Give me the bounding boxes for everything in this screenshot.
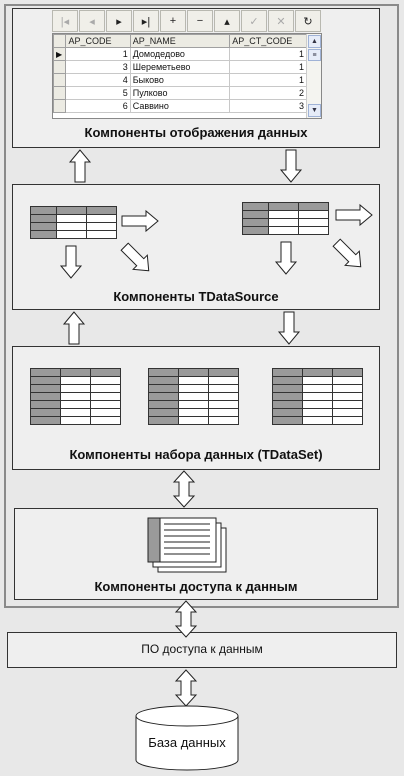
nav-first-button[interactable]: |◂ xyxy=(52,10,78,32)
dataset-components-label: Компоненты набора данных (TDataSet) xyxy=(69,447,323,462)
nav-insert-button[interactable]: + xyxy=(160,10,186,32)
grid-column-header[interactable]: AP_CODE xyxy=(65,34,131,48)
database-label: База данных xyxy=(148,735,226,750)
row-indicator[interactable] xyxy=(53,99,67,113)
grid-cell[interactable]: Саввино xyxy=(129,99,231,113)
row-indicator[interactable] xyxy=(53,73,67,87)
table-icon xyxy=(272,368,363,425)
nav-delete-icon: − xyxy=(196,15,204,27)
document-stack-icon xyxy=(147,517,227,573)
display-components-label: Компоненты отображения данных xyxy=(84,125,308,140)
db-navigator: |◂ ◂ ▸ ▸| + − ▴ ✓ ✕ ↻ xyxy=(52,10,324,32)
grid-column-header[interactable]: AP_CT_CODE xyxy=(229,34,307,48)
data-access-software-box: ПО доступа к данным xyxy=(7,632,397,668)
arrow-up-icon xyxy=(63,311,85,345)
arrow-down-icon xyxy=(280,149,302,183)
nav-first-icon: |◂ xyxy=(60,15,70,28)
nav-edit-button[interactable]: ▴ xyxy=(214,10,240,32)
nav-post-icon: ✓ xyxy=(249,15,259,28)
nav-refresh-icon: ↻ xyxy=(303,15,313,28)
nav-last-button[interactable]: ▸| xyxy=(133,10,159,32)
arrow-right-icon xyxy=(335,204,373,226)
arrow-diagonal-icon xyxy=(120,242,150,272)
scroll-thumb[interactable]: ≡ xyxy=(308,49,321,61)
nav-last-icon: ▸| xyxy=(141,15,151,28)
database-cylinder-icon xyxy=(135,705,239,771)
data-access-software-label: ПО доступа к данным xyxy=(141,642,263,656)
arrow-down-icon xyxy=(275,241,297,275)
scroll-up-icon[interactable]: ▲ xyxy=(308,35,321,48)
nav-prior-icon: ◂ xyxy=(89,15,95,28)
grid-cell[interactable]: 6 xyxy=(65,99,131,113)
arrow-up-icon xyxy=(69,149,91,183)
arrow-bidirectional-icon xyxy=(175,669,197,707)
arrow-bidirectional-icon xyxy=(175,600,197,638)
nav-delete-button[interactable]: − xyxy=(187,10,213,32)
arrow-down-icon xyxy=(278,311,300,345)
arrow-down-icon xyxy=(60,245,82,279)
scroll-down-icon[interactable]: ▼ xyxy=(308,104,321,117)
nav-refresh-button[interactable]: ↻ xyxy=(295,10,321,32)
arrow-diagonal-icon xyxy=(332,238,362,268)
arrow-right-icon xyxy=(121,210,159,232)
nav-cancel-icon: ✕ xyxy=(276,15,286,28)
table-icon xyxy=(30,368,121,425)
table-icon xyxy=(30,206,117,239)
datasource-components-label: Компоненты TDataSource xyxy=(113,289,279,304)
access-components-label: Компоненты доступа к данным xyxy=(94,579,298,594)
table-icon xyxy=(242,202,329,235)
grid-vertical-scrollbar[interactable]: ▲ ≡ ▼ xyxy=(306,34,321,118)
nav-prior-button[interactable]: ◂ xyxy=(79,10,105,32)
nav-insert-icon: + xyxy=(169,15,177,27)
row-indicator[interactable] xyxy=(53,60,67,74)
nav-post-button[interactable]: ✓ xyxy=(241,10,267,32)
nav-next-button[interactable]: ▸ xyxy=(106,10,132,32)
nav-edit-icon: ▴ xyxy=(224,15,230,28)
nav-next-icon: ▸ xyxy=(116,15,122,28)
nav-cancel-button[interactable]: ✕ xyxy=(268,10,294,32)
table-icon xyxy=(148,368,239,425)
arrow-bidirectional-icon xyxy=(173,470,195,508)
